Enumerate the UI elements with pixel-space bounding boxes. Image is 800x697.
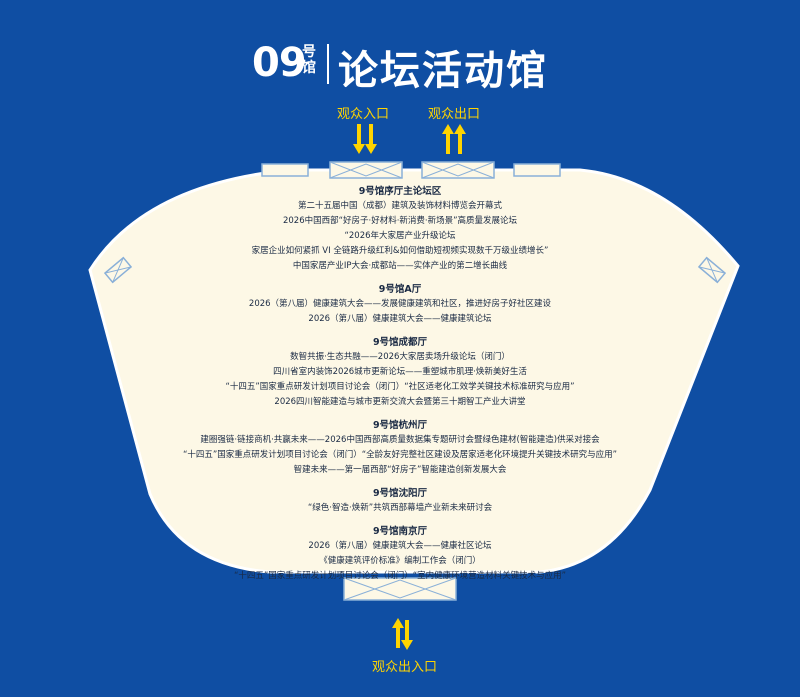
zone-shenyang-hall: 9号馆沈阳厅 “绿色·智造·焕新”共筑西部幕墙产业新未来研讨会 [160,486,640,516]
zone-item: 智建未来——第一届西部“好房子”智能建造创新发展大会 [293,465,507,475]
zone-item: 2026（第八届）健康建筑大会——健康建筑论坛 [308,314,492,324]
zone-hall-a: 9号馆A厅 2026（第八届）健康建筑大会——发展健康建筑和社区，推进好房子好社… [160,282,640,327]
zone-item: “十四五”国家重点研发计划项目讨论会（闭门）“社区适老化工效学关键技术标准研究与… [225,382,575,392]
zone-item: 2026中国西部“好房子·好材料·新消费·新场景”高质量发展论坛 [282,216,518,226]
zone-title: 9号馆成都厅 [372,337,428,348]
entrance-label: 观众入口 [337,107,390,122]
arrow-updown-icon [392,618,413,650]
left-side-door [103,256,133,284]
zone-title: 9号馆沈阳厅 [372,488,428,499]
zone-hangzhou-hall: 9号馆杭州厅 建圈强链·链接商机·共赢未来——2026中国西部高质量数据集专题研… [160,418,640,478]
zone-item: 建圈强链·链接商机·共赢未来——2026中国西部高质量数据集专题研讨会暨绿色建材… [200,435,600,445]
zone-item: 数智共振·生态共融——2026大家居卖场升级论坛（闭门） [290,352,510,362]
zone-item: 四川省室内装饰2026城市更新论坛——重塑城市肌理·焕新美好生活 [273,367,527,377]
arrow-up-icon [442,124,466,154]
zone-title: 9号馆南京厅 [372,526,428,537]
zone-item: “十四五”国家重点研发计划项目讨论会（闭门）“全龄友好完整社区建设及居家适老化环… [182,450,618,460]
header-divider [327,44,329,84]
forum-list: 9号馆序厅主论坛区 第二十五届中国（成都）建筑及装饰材料博览会开幕式 2026中… [160,184,640,592]
exit-door [421,161,495,179]
zone-item: 中国家居产业IP大会·成都站——实体产业的第二增长曲线 [292,261,508,271]
zone-item: 《健康建筑评价标准》编制工作会（闭门） [319,556,481,566]
zone-item: “绿色·智造·焕新”共筑西部幕墙产业新未来研讨会 [307,503,493,513]
hall-suffix-bottom: 馆 [302,60,316,76]
zone-item: “十四五”国家重点研发计划项目讨论会（闭门）“室内健康环境营造材料关键技术与应用… [233,571,567,581]
zone-item: 第二十五届中国（成都）建筑及装饰材料博览会开幕式 [297,201,502,211]
entrance-door [329,161,403,179]
zone-chengdu-hall: 9号馆成都厅 数智共振·生态共融——2026大家居卖场升级论坛（闭门） 四川省室… [160,335,640,410]
arrow-down-icon [353,124,377,154]
hall-floor-outline [88,168,740,574]
zone-item: 2026（第八届）健康建筑大会——发展健康建筑和社区，推进好房子好社区建设 [248,299,552,309]
right-side-door [697,256,727,284]
page-title: 论坛活动馆 [338,48,548,94]
zone-item: 家居企业如何紧抓 VI 全链路升级红利&如何借助短视频实现数千万级业绩增长” [251,246,549,256]
hall-suffix-top: 号 [302,44,316,60]
hall-number: 09 [252,40,307,86]
zone-item: 2026（第八届）健康建筑大会——健康社区论坛 [308,541,492,551]
zone-title: 9号馆A厅 [378,284,422,295]
zone-main-forum: 9号馆序厅主论坛区 第二十五届中国（成都）建筑及装饰材料博览会开幕式 2026中… [160,184,640,274]
zone-item: “2026年大家居产业升级论坛 [344,231,456,241]
bottom-gate-label: 观众出入口 [372,660,438,675]
exit-label: 观众出口 [428,107,481,122]
zone-item: 2026四川智能建造与城市更新交流大会暨第三十期智工产业大讲堂 [274,397,526,407]
hall-suffix: 号 馆 [302,44,320,76]
bottom-door [343,577,457,601]
zone-title: 9号馆杭州厅 [372,420,428,431]
zone-title: 9号馆序厅主论坛区 [358,186,442,197]
zone-nanjing-hall: 9号馆南京厅 2026（第八届）健康建筑大会——健康社区论坛 《健康建筑评价标准… [160,524,640,584]
